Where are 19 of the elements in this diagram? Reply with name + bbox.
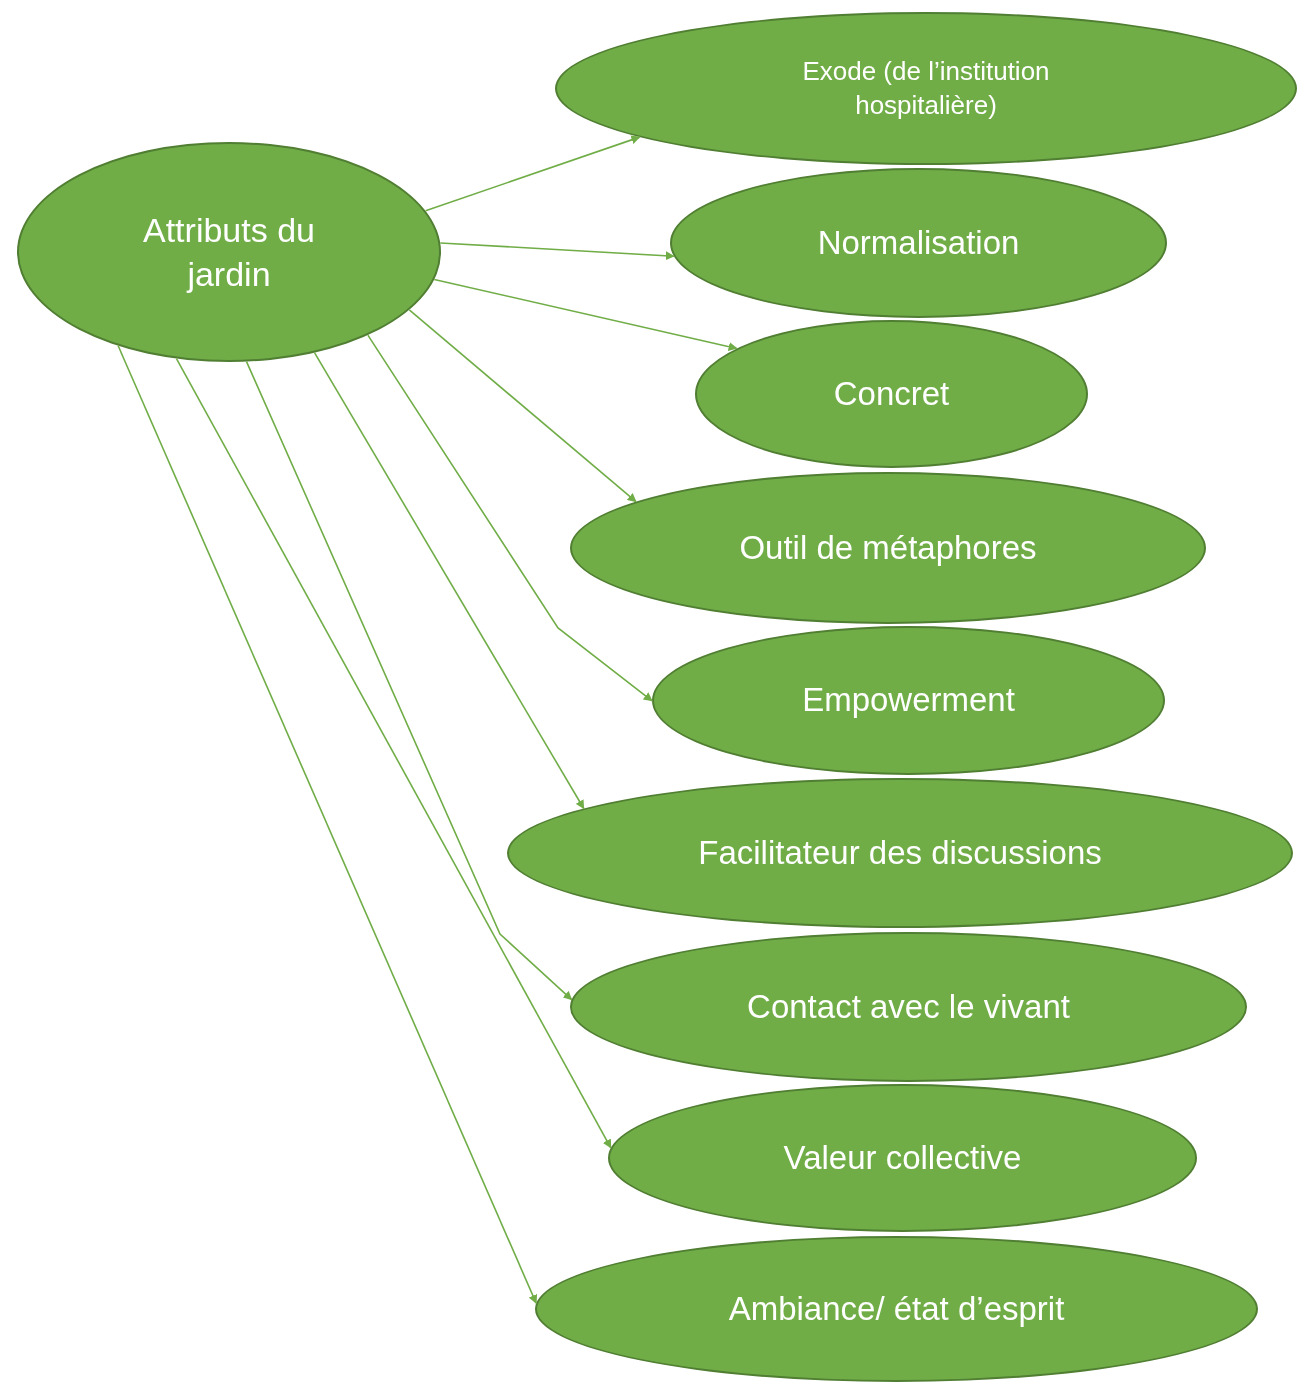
arrow <box>433 278 738 351</box>
arrow <box>313 351 585 810</box>
arrow <box>408 309 637 503</box>
node-label: Concret <box>833 373 950 414</box>
arrow <box>117 344 538 1304</box>
node-label: Exode (de l’institution hospitalière) <box>801 54 1051 122</box>
node-label: Attributs du jardin <box>142 209 316 295</box>
arrow <box>245 360 573 1001</box>
node-label: Empowerment <box>802 680 1015 721</box>
node-label: Normalisation <box>817 222 1020 263</box>
arrow <box>439 242 675 261</box>
node-label: Facilitateur des discussions <box>698 832 1102 873</box>
arrow <box>424 135 641 212</box>
node-label: Outil de métaphores <box>739 527 1037 568</box>
arrow <box>175 357 612 1149</box>
node-label: Ambiance/ état d’esprit <box>728 1288 1065 1329</box>
node-label: Contact avec le vivant <box>747 986 1070 1027</box>
arrow <box>367 334 653 702</box>
node-label: Valeur collective <box>783 1137 1022 1178</box>
